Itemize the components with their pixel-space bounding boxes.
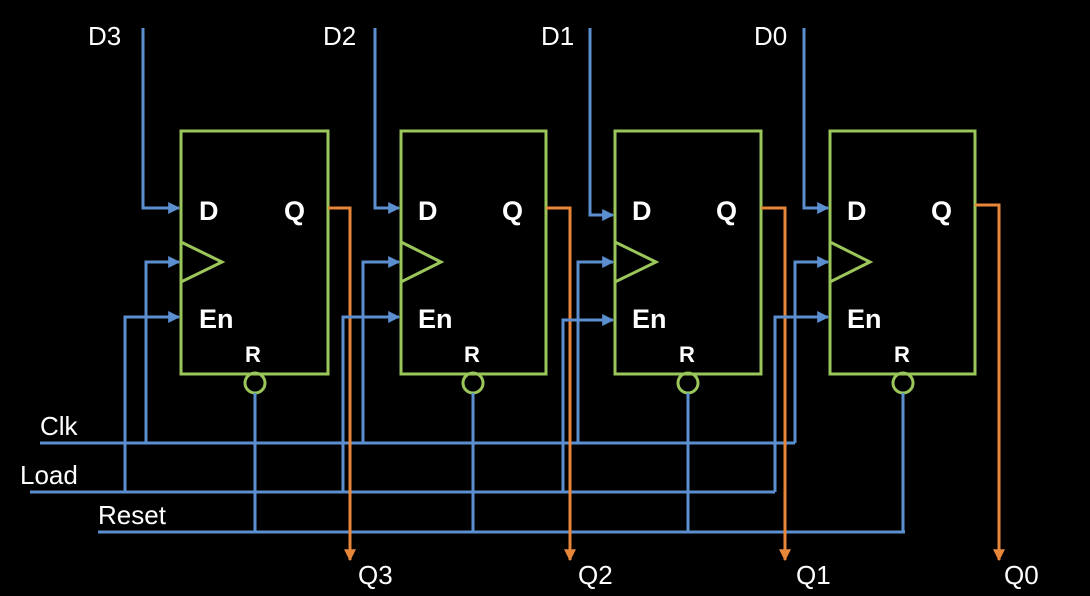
clock-triangle-d2	[399, 239, 445, 285]
flipflop-d3: D3 D Q En R Q3	[88, 21, 393, 590]
clk-wire-d0	[793, 256, 830, 443]
en-wire-d2	[341, 311, 401, 492]
d-wire-d1	[588, 28, 615, 221]
en-wire-d3	[123, 311, 181, 492]
pin-en-d2: En	[418, 304, 453, 334]
clock-triangle-d3	[179, 239, 226, 285]
clk-wire-d3	[144, 256, 181, 443]
pin-d-d1: D	[632, 196, 652, 226]
pin-q-d0: Q	[931, 196, 952, 226]
output-label-d2: Q2	[578, 560, 613, 590]
reset-bubble-d0	[891, 371, 915, 395]
pin-d-d2: D	[418, 196, 438, 226]
reset-bubble-d2	[461, 371, 485, 395]
output-label-d3: Q3	[358, 560, 393, 590]
pin-r-d0: R	[894, 342, 910, 367]
pin-r-d2: R	[464, 342, 480, 367]
reset-bubble-d1	[676, 371, 700, 395]
reset-label: Reset	[98, 500, 167, 530]
pin-en-d3: En	[199, 304, 234, 334]
d-wire-d3	[141, 28, 181, 214]
q-wire-d1	[761, 206, 791, 562]
load-label: Load	[20, 460, 78, 490]
output-label-d0: Q0	[1004, 560, 1039, 590]
en-wire-d0	[773, 311, 830, 492]
q-wire-d3	[328, 206, 356, 562]
flipflop-d2: D2 D Q En R Q2	[323, 21, 613, 590]
input-label-d2: D2	[323, 21, 356, 51]
output-label-d1: Q1	[796, 560, 831, 590]
en-wire-d1	[561, 314, 615, 492]
clk-wire-d1	[576, 256, 615, 443]
clock-triangle-d1	[613, 239, 660, 285]
pin-d-d0: D	[847, 196, 867, 226]
clk-label: Clk	[40, 411, 79, 441]
pin-q-d2: Q	[502, 196, 523, 226]
clock-triangle-d0	[828, 239, 874, 285]
q-wire-d0	[975, 203, 1005, 562]
pin-en-d0: En	[847, 304, 882, 334]
flipflop-d0: D0 D Q En R Q0	[754, 21, 1039, 590]
d-wire-d0	[802, 28, 830, 214]
q-wire-d2	[546, 206, 576, 562]
pin-en-d1: En	[632, 304, 667, 334]
input-label-d0: D0	[754, 21, 787, 51]
clk-wire-d2	[361, 256, 401, 443]
pin-r-d1: R	[679, 342, 695, 367]
flipflop-d1: D1 D Q En R Q1	[541, 21, 831, 590]
pin-q-d3: Q	[284, 196, 305, 226]
pin-r-d3: R	[245, 342, 261, 367]
pin-d-d3: D	[199, 196, 219, 226]
reset-bubble-d3	[243, 371, 267, 395]
d-wire-d2	[373, 28, 401, 214]
input-label-d1: D1	[541, 21, 574, 51]
input-label-d3: D3	[88, 21, 121, 51]
pin-q-d1: Q	[716, 196, 737, 226]
